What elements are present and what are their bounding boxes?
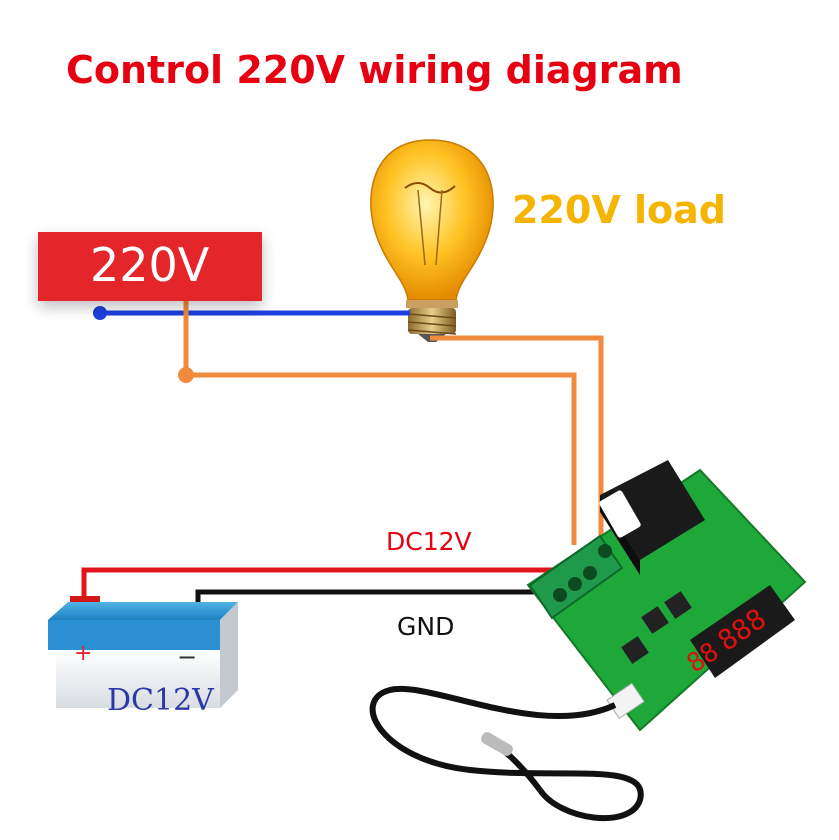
neutral-terminal [93, 306, 107, 320]
battery-plus-sign: + [74, 641, 93, 666]
power-source-box [38, 232, 262, 301]
light-bulb-icon [370, 139, 494, 342]
live-terminal [178, 367, 194, 383]
battery-label: DC12V [107, 683, 214, 718]
load-label: 220V load [512, 188, 726, 232]
dc12v-wire [81, 567, 566, 602]
power-source-label: 220V [90, 238, 210, 292]
live-wire-source [183, 300, 577, 545]
battery-icon [48, 596, 238, 708]
dc12v-wire-label: DC12V [386, 527, 472, 556]
temperature-probe-icon [369, 685, 644, 822]
gnd-wire-label: GND [397, 612, 455, 641]
diagram-title: Control 220V wiring diagram [66, 48, 683, 92]
battery-minus-sign: − [177, 643, 198, 671]
thermostat-module-icon: 888 88 [526, 460, 807, 732]
live-wire-load [430, 335, 604, 538]
gnd-wire [195, 589, 553, 624]
